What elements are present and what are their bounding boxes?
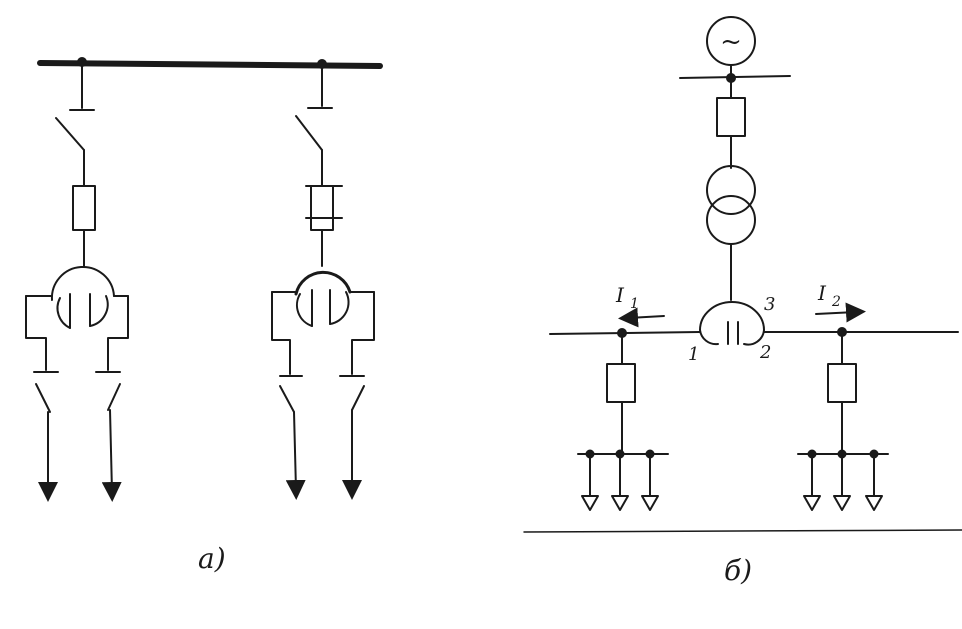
arrow-icon: [618, 307, 665, 328]
terminal-label-3: 3: [764, 294, 775, 315]
split-reactor-icon: [699, 301, 765, 346]
ground-line: [523, 529, 962, 533]
arrow-icon: [803, 495, 821, 511]
arrow-icon: [611, 495, 629, 511]
transformer-icon: [706, 165, 756, 245]
arrow-icon: [581, 495, 599, 511]
switch-icon: [351, 385, 365, 411]
feeder-right: [271, 63, 375, 500]
current-label-right-sub: 2: [831, 294, 841, 310]
diagram-a: [25, 57, 383, 502]
generator-symbol: ~: [720, 27, 742, 57]
feeder-left: [25, 61, 129, 502]
arrow-icon: [285, 411, 306, 500]
terminal-label-1: 1: [688, 344, 699, 365]
breaker-right: [827, 363, 857, 403]
arrow-icon: [815, 302, 866, 323]
current-label-left: I: [615, 283, 625, 307]
split-reactor-icon: [50, 266, 115, 329]
current-label-left-sub: 1: [630, 296, 639, 312]
switch-icon: [295, 115, 323, 151]
terminal-label-2: 2: [759, 342, 771, 363]
arrow-icon: [833, 495, 851, 511]
diagram-b: [523, 16, 962, 533]
switch-icon: [279, 385, 295, 413]
fuse-icon: [310, 185, 334, 231]
split-reactor-icon: [294, 270, 352, 327]
current-label-right: I: [817, 281, 827, 305]
switch-icon: [107, 383, 121, 411]
breaker-left: [606, 363, 636, 403]
switch-icon: [35, 383, 51, 413]
breaker-generator: [716, 97, 746, 137]
arrow-icon: [865, 495, 883, 511]
arrow-icon: [641, 495, 659, 511]
caption-b: б): [724, 554, 752, 587]
arrow-icon: [101, 409, 122, 502]
switch-icon: [55, 117, 85, 151]
fuse-icon: [72, 185, 96, 231]
main-busbar: [37, 60, 383, 69]
caption-a: a): [198, 542, 226, 575]
